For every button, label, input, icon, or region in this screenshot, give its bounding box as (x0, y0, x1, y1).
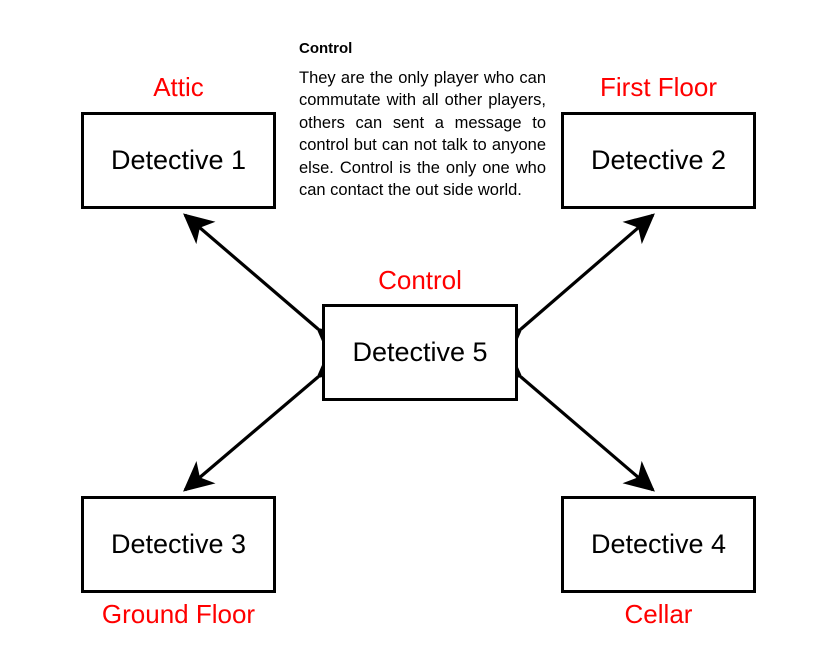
node-label-detective-5: Detective 5 (352, 337, 488, 367)
note-body: They are the only player who can commuta… (299, 69, 546, 200)
edge-detective4-detective5 (490, 347, 655, 492)
room-label-ground-floor: Ground Floor (101, 599, 256, 629)
node-label-detective-4: Detective 4 (590, 529, 727, 559)
room-label-control: Control (378, 265, 462, 295)
room-label-cellar: Cellar (624, 599, 693, 629)
node-label-detective-3: Detective 3 (110, 529, 247, 559)
room-label-attic: Attic (153, 72, 204, 102)
control-description-note: Control They are the only player who can… (299, 40, 546, 202)
room-label-first-floor: First Floor (600, 72, 717, 102)
node-box-detective-1[interactable]: Detective 1 (81, 112, 276, 209)
edge-detective3-detective5 (183, 347, 349, 492)
edge-detective2-detective5 (490, 213, 655, 359)
node-box-detective-5[interactable]: Detective 5 (322, 304, 518, 401)
edge-detective1-detective5 (183, 213, 349, 359)
node-box-detective-2[interactable]: Detective 2 (561, 112, 756, 209)
node-box-detective-4[interactable]: Detective 4 (561, 496, 756, 593)
node-box-detective-3[interactable]: Detective 3 (81, 496, 276, 593)
node-label-detective-2: Detective 2 (590, 145, 727, 175)
note-heading: Control (299, 40, 353, 57)
node-label-detective-1: Detective 1 (110, 145, 247, 175)
